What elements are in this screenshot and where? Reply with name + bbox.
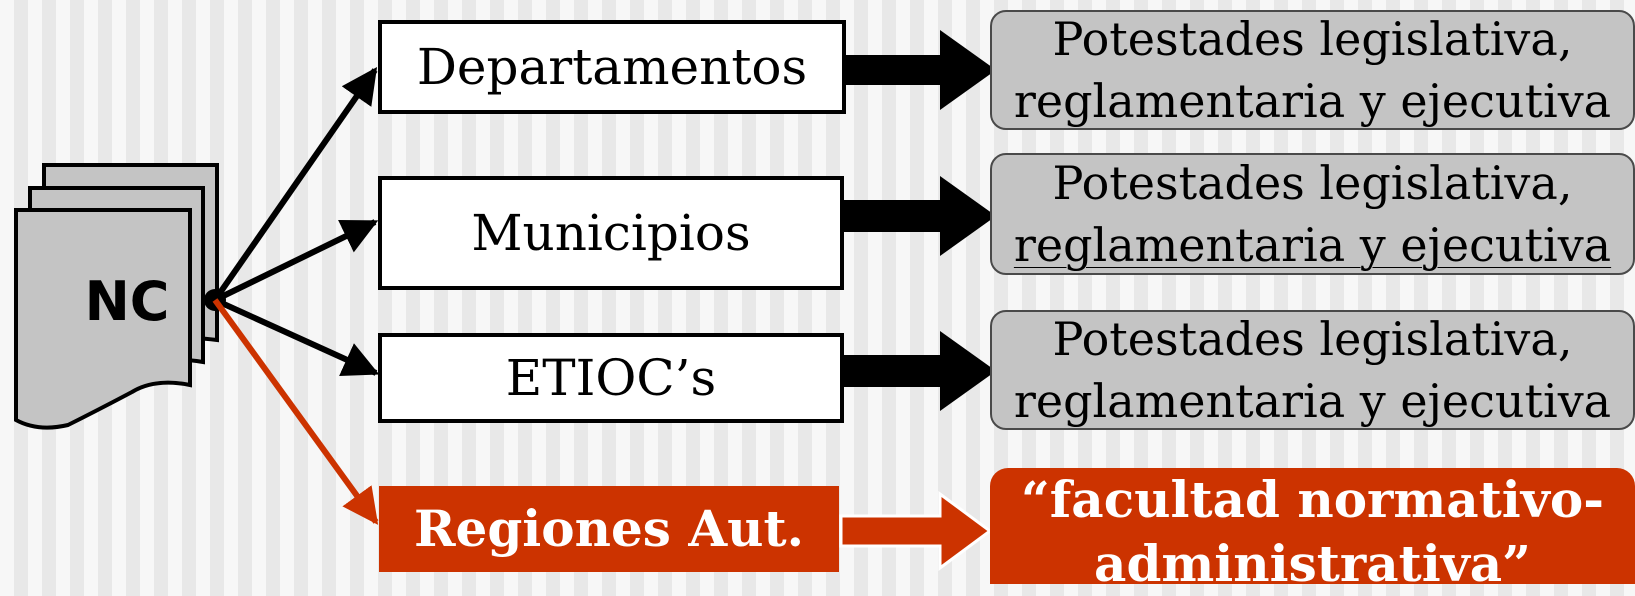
entity-box-regiones: Regiones Aut.	[379, 486, 839, 572]
entity-label: Departamentos	[416, 38, 808, 96]
regional-power-line-1: “facultad normativo-	[1021, 470, 1604, 529]
arrow-to-etiocs	[213, 297, 380, 377]
power-box-departamentos: Potestades legislativa, reglamentaria y …	[990, 10, 1635, 130]
entity-label: Municipios	[471, 204, 751, 262]
diagram-connectors	[14, 30, 996, 571]
block-arrow-etiocs	[844, 331, 996, 411]
entity-label: ETIOC’s	[505, 349, 717, 407]
power-box-municipios: Potestades legislativa, reglamentaria y …	[990, 153, 1635, 275]
power-line-2: reglamentaria y ejecutiva	[1013, 374, 1612, 428]
regional-power-line-2: administrativa”	[1094, 534, 1531, 593]
arrow-to-municipios	[213, 219, 379, 303]
power-box-etiocs: Potestades legislativa, reglamentaria y …	[990, 310, 1635, 430]
power-line-1: Potestades legislativa,	[1052, 12, 1573, 66]
block-arrow-municipios	[844, 176, 996, 256]
block-arrow-regiones	[839, 491, 993, 571]
power-box-regiones: “facultad normativo- administrativa”	[990, 468, 1635, 593]
entity-box-municipios: Municipios	[378, 176, 844, 290]
document-stack-icon	[14, 163, 219, 430]
power-line-2: reglamentaria y ejecutiva	[1013, 74, 1612, 128]
arrow-to-regiones	[212, 298, 379, 525]
entity-label: Regiones Aut.	[413, 499, 805, 558]
entity-box-departamentos: Departamentos	[378, 20, 846, 114]
power-line-1: Potestades legislativa,	[1052, 312, 1573, 366]
power-line-1: Potestades legislativa,	[1052, 156, 1573, 210]
block-arrow-departamentos	[846, 30, 996, 110]
source-label: NC	[84, 270, 170, 333]
power-line-2: reglamentaria y ejecutiva	[1013, 218, 1612, 272]
arrow-to-departamentos	[212, 67, 378, 302]
entity-box-etiocs: ETIOC’s	[378, 333, 844, 423]
